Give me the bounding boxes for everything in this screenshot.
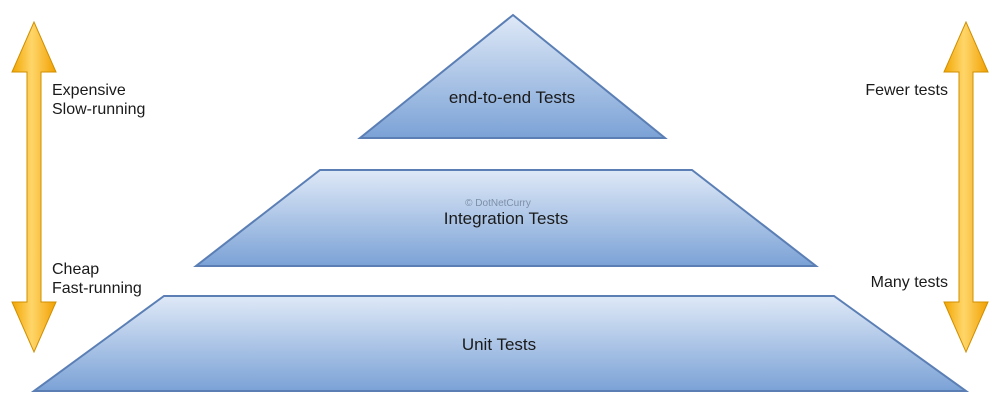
pyramid-tier-top: end-to-end Tests bbox=[357, 13, 668, 139]
label-slow-running: Slow-running bbox=[52, 101, 145, 118]
left-axis-labels: Expensive Slow-running Cheap Fast-runnin… bbox=[52, 82, 145, 297]
tier-label-unit: Unit Tests bbox=[462, 335, 536, 354]
pyramid-tier-middle: © DotNetCurry Integration Tests bbox=[193, 169, 819, 267]
label-cheap: Cheap bbox=[52, 261, 99, 278]
pyramid-tier-bottom: Unit Tests bbox=[30, 295, 970, 392]
tier-label-integration: Integration Tests bbox=[444, 209, 568, 228]
label-expensive: Expensive bbox=[52, 82, 126, 99]
tier-label-end-to-end: end-to-end Tests bbox=[449, 88, 575, 107]
label-fewer-tests: Fewer tests bbox=[865, 82, 948, 99]
left-double-arrow-icon bbox=[11, 20, 57, 354]
right-axis-labels: Fewer tests Many tests bbox=[865, 82, 948, 291]
label-many-tests: Many tests bbox=[871, 274, 948, 291]
watermark-text: © DotNetCurry bbox=[465, 198, 531, 209]
right-double-arrow-icon bbox=[943, 20, 989, 354]
label-fast-running: Fast-running bbox=[52, 280, 142, 297]
